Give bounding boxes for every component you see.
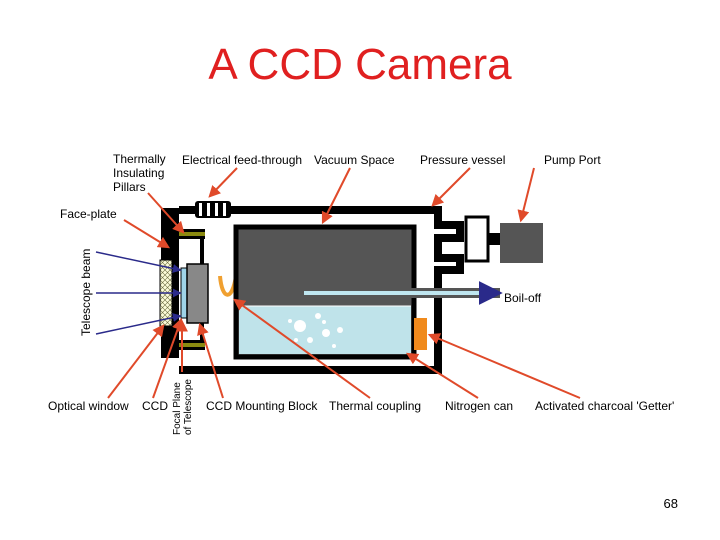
charcoal-getter (414, 318, 427, 350)
label-thermal-coupling: Thermal coupling (329, 399, 422, 413)
arrow-pump (517, 167, 535, 223)
beam-ray-top (95, 251, 182, 273)
pump-port-valve (464, 215, 490, 263)
arrow-faceplate (123, 219, 171, 249)
label-boiloff: Boil-off (504, 291, 542, 305)
pressure-vessel (179, 206, 464, 374)
label-feedthrough: Electrical feed-through (182, 153, 303, 167)
label-pump: Pump Port (544, 153, 601, 167)
arrow-mounting (197, 322, 224, 399)
label-telescope-beam: Telescope beam (79, 248, 93, 336)
label-pillars: Thermally Insulating Pillars (113, 152, 166, 194)
feed-through (195, 201, 231, 218)
arrow-pressure (431, 167, 471, 207)
pump-port (500, 223, 543, 263)
arrow-pillars (147, 192, 185, 234)
label-vacuum: Vacuum Space (314, 153, 395, 167)
ccd-chip (180, 267, 188, 319)
arrow-coupling (233, 298, 371, 399)
beam-ray-bottom (95, 313, 182, 335)
label-ccd: CCD (142, 399, 168, 413)
arrow-charcoal (427, 333, 581, 399)
page-title: A CCD Camera (208, 40, 512, 89)
ccd-mounting-block (186, 263, 209, 324)
arrow-vacuum (321, 167, 351, 225)
pump-port-pipe (488, 233, 502, 245)
label-optical-window: Optical window (48, 399, 129, 413)
label-nitrogen-can: Nitrogen can (445, 399, 514, 413)
label-pressure: Pressure vessel (420, 153, 506, 167)
arrow-window (107, 324, 165, 399)
label-mounting-block: CCD Mounting Block (206, 399, 318, 413)
arrow-ccd (152, 317, 184, 399)
page-number: 68 (663, 496, 678, 511)
arrow-nitrogen (405, 352, 479, 399)
label-focal-plane: Focal Plane of Telescope (172, 379, 194, 435)
arrow-feedthrough (208, 167, 238, 198)
label-charcoal-getter: Activated charcoal 'Getter' (535, 399, 675, 413)
label-faceplate: Face-plate (60, 207, 117, 221)
